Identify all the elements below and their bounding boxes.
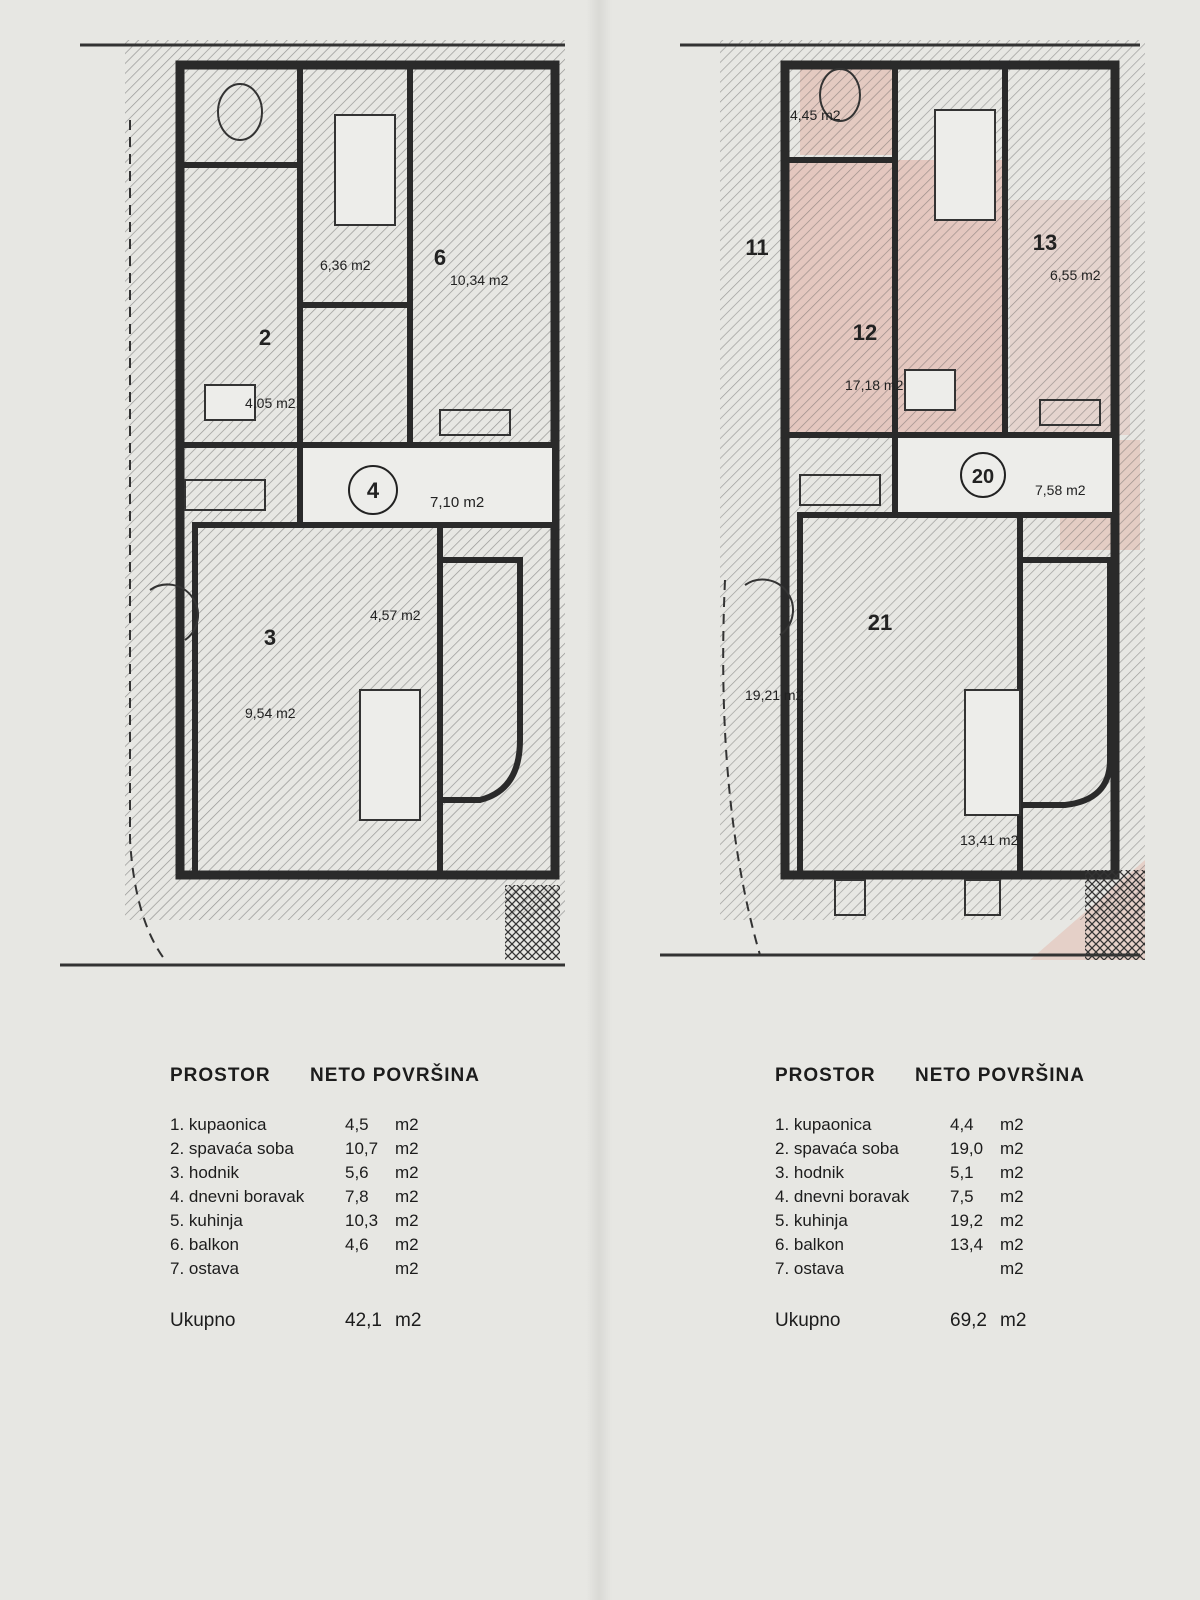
legend-room-name: 7. ostava: [170, 1259, 239, 1278]
legend-room-unit: m2: [395, 1139, 419, 1158]
legend-room-area: 10,7: [345, 1139, 379, 1158]
legend-room-area: 5,6: [345, 1163, 369, 1182]
room-area-label: 6,36 m2: [320, 257, 371, 273]
room-number: 13: [1033, 230, 1057, 255]
legend-room-unit: m2: [1000, 1235, 1024, 1254]
legend-room-name: 7. ostava: [775, 1259, 844, 1278]
legend-header-room: PROSTOR: [775, 1065, 876, 1086]
legend-room-unit: m2: [1000, 1115, 1024, 1134]
room-area-label: 19,21 m2: [745, 687, 804, 703]
legend-room-name: 5. kuhinja: [775, 1211, 848, 1230]
room-area-label: 4,57 m2: [370, 607, 421, 623]
room-number: 20: [972, 466, 994, 488]
legend-room-unit: m2: [395, 1259, 419, 1278]
legend-room-name: 2. spavaća soba: [775, 1139, 899, 1158]
legend-room-unit: m2: [1000, 1163, 1024, 1182]
room-area-label: 6,55 m2: [1050, 267, 1101, 283]
legend-row: 6. balkon 4,6 m2: [170, 1235, 430, 1257]
room-area-label: 10,34 m2: [450, 272, 509, 288]
legend-header-area: NETO POVRŠINA: [915, 1065, 1085, 1086]
legend-row: 1. kupaonica 4,5 m2: [170, 1115, 430, 1137]
legend-total-row: Ukupno 69,2 m2: [775, 1310, 1035, 1334]
legend-row: 6. balkon 13,4 m2: [775, 1235, 1035, 1257]
legend-room-unit: m2: [1000, 1139, 1024, 1158]
room-number: 11: [745, 235, 768, 260]
room-number: 21: [868, 610, 892, 635]
legend-total-unit: m2: [395, 1310, 422, 1331]
legend-room-unit: m2: [1000, 1187, 1024, 1206]
legend-row: 5. kuhinja 10,3 m2: [170, 1211, 430, 1233]
room-number: 6: [434, 245, 446, 270]
legend-room-area: 13,4: [950, 1235, 984, 1254]
room-area-label: 4,05 m2: [245, 395, 296, 411]
legend-row: 2. spavaća soba 19,0 m2: [775, 1139, 1035, 1161]
room-area-label: 7,10 m2: [430, 494, 484, 511]
legend-room-area: 5,1: [950, 1163, 974, 1182]
legend-room-name: 1. kupaonica: [170, 1115, 267, 1134]
legend-total-label: Ukupno: [775, 1310, 841, 1331]
legend-total-label: Ukupno: [170, 1310, 236, 1331]
room-number: 4: [367, 478, 380, 503]
legend-row: 3. hodnik 5,6 m2: [170, 1163, 430, 1185]
legend-room-unit: m2: [395, 1115, 419, 1134]
legend-room-name: 1. kupaonica: [775, 1115, 872, 1134]
legend-room-unit: m2: [395, 1163, 419, 1182]
legend-room-unit: m2: [1000, 1259, 1024, 1278]
legend-row: 7. ostava m2: [170, 1259, 430, 1281]
legend-room-unit: m2: [395, 1187, 419, 1206]
legend-row: 4. dnevni boravak 7,8 m2: [170, 1187, 430, 1209]
legend-room-area: 19,0: [950, 1139, 984, 1158]
room-area-label: 13,41 m2: [960, 832, 1019, 848]
left-floor-plan: 4 2 6 3 7,10 m2 6,36 m2 4,05 m2 9,54 m2 …: [60, 40, 565, 967]
room-number: 2: [259, 325, 271, 350]
floor-plans-drawing: 4 2 6 3 7,10 m2 6,36 m2 4,05 m2 9,54 m2 …: [60, 40, 1145, 967]
legend-row: 5. kuhinja 19,2 m2: [775, 1211, 1035, 1233]
room-area-label: 9,54 m2: [245, 705, 296, 721]
legend-row: 3. hodnik 5,1 m2: [775, 1163, 1035, 1185]
room-number: 3: [264, 625, 276, 650]
legend-room-area: 7,8: [345, 1187, 369, 1206]
legend-room-unit: m2: [1000, 1211, 1024, 1230]
legend-header-room: PROSTOR: [170, 1065, 271, 1086]
legend-room-name: 4. dnevni boravak: [775, 1187, 910, 1206]
legend-header-area: NETO POVRŠINA: [310, 1065, 480, 1086]
legend-total-value: 42,1: [345, 1310, 382, 1331]
legend-room-name: 4. dnevni boravak: [170, 1187, 305, 1206]
legend-row: 1. kupaonica 4,4 m2: [775, 1115, 1035, 1137]
legend-room-area: 4,4: [950, 1115, 974, 1134]
room-area-label: 17,18 m2: [845, 377, 904, 393]
legend-room-name: 6. balkon: [775, 1235, 844, 1254]
legend-room-name: 6. balkon: [170, 1235, 239, 1254]
room-area-label: 7,58 m2: [1035, 482, 1086, 498]
legend-room-area: 19,2: [950, 1211, 984, 1230]
room-area-label: 4,45 m2: [790, 107, 841, 123]
right-area-legend: PROSTOR NETO POVRŠINA 1. kupaonica 4,4 m…: [775, 1065, 1084, 1365]
legend-total-unit: m2: [1000, 1310, 1027, 1331]
legend-total-row: Ukupno 42,1 m2: [170, 1310, 430, 1334]
left-area-legend: PROSTOR NETO POVRŠINA 1. kupaonica 4,5 m…: [170, 1065, 479, 1365]
legend-room-unit: m2: [395, 1235, 419, 1254]
legend-room-name: 3. hodnik: [170, 1163, 239, 1182]
legend-room-area: 7,5: [950, 1187, 974, 1206]
legend-room-area: 4,6: [345, 1235, 369, 1254]
legend-room-name: 3. hodnik: [775, 1163, 844, 1182]
legend-room-name: 5. kuhinja: [170, 1211, 243, 1230]
legend-room-area: 4,5: [345, 1115, 369, 1134]
legend-row: 4. dnevni boravak 7,5 m2: [775, 1187, 1035, 1209]
legend-row: 7. ostava m2: [775, 1259, 1035, 1281]
right-floor-plan: 20 12 13 11 21 7,58 m2 17,18 m2 6,55 m2 …: [660, 40, 1145, 960]
legend-room-name: 2. spavaća soba: [170, 1139, 294, 1158]
page-fold-shadow: [586, 0, 612, 1600]
legend-row: 2. spavaća soba 10,7 m2: [170, 1139, 430, 1161]
legend-room-area: 10,3: [345, 1211, 379, 1230]
legend-total-value: 69,2: [950, 1310, 987, 1331]
legend-room-unit: m2: [395, 1211, 419, 1230]
room-number: 12: [853, 320, 877, 345]
